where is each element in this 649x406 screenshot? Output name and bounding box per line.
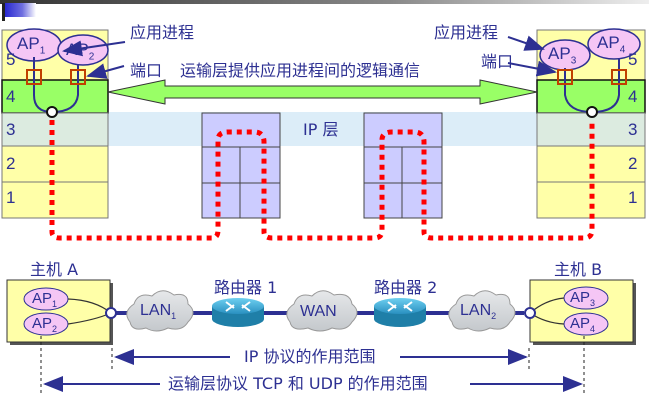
router-2-icon [374, 298, 426, 327]
layer-3-left [1, 112, 109, 147]
layer-num-2-left: 2 [6, 154, 16, 173]
label-app-process-left: 应用进程 [130, 23, 195, 42]
lan1-cloud [126, 290, 194, 332]
layer-1-right [536, 181, 646, 219]
data-path-dotted [49, 120, 595, 241]
ip-layer-band [108, 112, 538, 146]
right-host-stack [536, 28, 646, 219]
app-process-pointer-right [507, 35, 545, 51]
port-right-2 [611, 69, 627, 85]
host-b-interface [524, 307, 536, 319]
host-a-ap1: AP1 [32, 290, 58, 309]
app-process-pointer-left [62, 40, 126, 57]
layer-num-4-right: 4 [628, 87, 638, 106]
ap4-ellipse-top [587, 28, 641, 60]
port-left-1 [26, 69, 42, 85]
layer-num-5-left: 5 [6, 50, 16, 69]
port-left-2 [70, 69, 86, 85]
layer-2-left [1, 145, 109, 183]
ap3-label-top: AP3 [548, 44, 577, 67]
host-b-label: 主机 B [554, 260, 603, 279]
logical-communication-arrow [107, 79, 538, 105]
host-a-box [6, 279, 113, 345]
right-socket-node [586, 106, 598, 118]
wan-cloud [286, 290, 358, 332]
ip-scope-label: IP 协议的作用范围 [244, 347, 376, 366]
layer-num-3-right: 3 [628, 120, 638, 139]
ap2-label-top: AP2 [66, 40, 95, 63]
ap1-label-top: AP1 [17, 34, 46, 57]
slide-header-edge [2, 3, 5, 21]
slide-header-bar [0, 0, 649, 4]
lan2-label: LAN2 [460, 302, 497, 322]
label-app-process-right: 应用进程 [434, 23, 499, 42]
lan2-cloud [448, 290, 516, 332]
router-1-stack [201, 112, 281, 219]
port-pointer-right [507, 60, 557, 77]
layer-num-4-left: 4 [6, 87, 16, 106]
host-a-interface [105, 307, 117, 319]
ap4-label-top: AP4 [597, 33, 626, 56]
left-socket-node [46, 106, 58, 118]
router-2-stack [363, 112, 443, 219]
router-1-icon [212, 298, 264, 327]
logical-communication-label: 运输层提供应用进程间的逻辑通信 [180, 61, 421, 80]
transport-scope-label: 运输层协议 TCP 和 UDP 的作用范围 [168, 374, 428, 393]
ip-layer-label: IP 层 [303, 120, 339, 139]
layer-num-5-right: 5 [628, 50, 638, 69]
layer-num-1-left: 1 [6, 188, 16, 207]
layer-num-1-right: 1 [628, 188, 638, 207]
port-right-1 [557, 69, 573, 85]
host-b-box [529, 279, 636, 345]
slide-header-accent [2, 3, 36, 17]
layer-num-3-left: 3 [6, 120, 16, 139]
layer-1-left [1, 181, 109, 219]
label-port-right: 端口 [481, 52, 514, 71]
host-a-label: 主机 A [30, 260, 79, 279]
host-b-ap4: AP4 [570, 315, 596, 334]
router-1-label: 路由器 1 [214, 278, 278, 297]
host-a-ap2: AP2 [32, 315, 58, 334]
layer-num-2-right: 2 [628, 154, 638, 173]
label-port-left: 端口 [130, 61, 163, 80]
lan1-label: LAN1 [140, 302, 177, 322]
port-pointer-left [86, 63, 125, 79]
router-2-label: 路由器 2 [374, 278, 438, 297]
wan-label: WAN [300, 303, 337, 320]
host-b-ap3: AP3 [570, 289, 596, 308]
